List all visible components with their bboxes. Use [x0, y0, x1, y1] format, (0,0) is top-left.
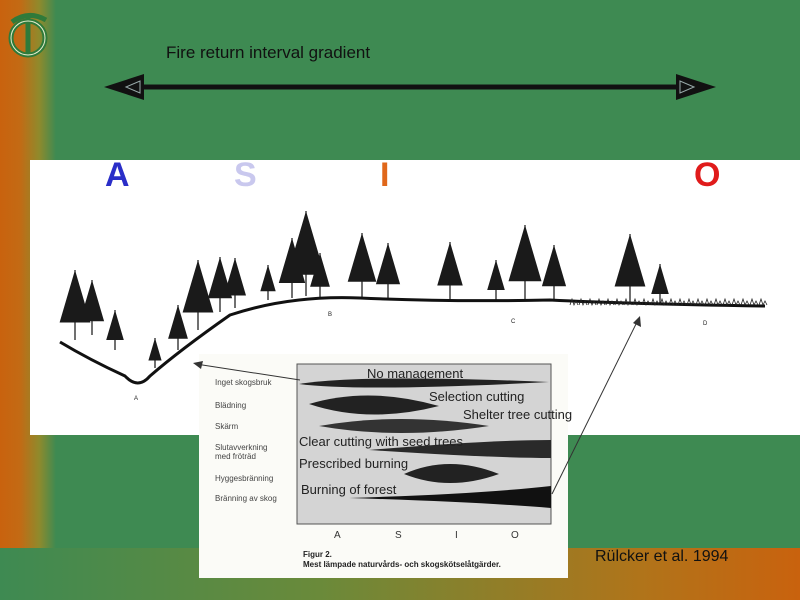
undergrowth [731, 297, 741, 307]
label-clear-cutting: Clear cutting with seed trees [299, 434, 464, 449]
tree-crown [207, 257, 233, 299]
tree-crown [487, 260, 505, 290]
undergrowth [758, 297, 768, 307]
undergrowth [740, 297, 750, 307]
tree-crown [79, 280, 105, 322]
double-arrow [104, 74, 716, 100]
landscape-point-c: C [511, 319, 516, 325]
swedish-label-5: Hyggesbränning [215, 474, 274, 483]
label-burning-of-forest: Burning of forest [301, 482, 397, 497]
zone-letter-a: A [105, 156, 130, 194]
undergrowth [686, 297, 696, 307]
label-shelter-tree-cutting: Shelter tree cutting [463, 407, 573, 422]
figure-axis-a: A [334, 530, 341, 541]
zone-letter-i: I [380, 156, 390, 194]
logo-icon [8, 13, 48, 58]
tree-crown [437, 242, 463, 286]
undergrowth [623, 297, 633, 307]
figure-axis-o: O [511, 530, 519, 541]
figure-caption-text: Mest lämpade naturvårds- och skogskötsel… [303, 560, 501, 569]
tree-crown [148, 338, 162, 361]
undergrowth [677, 297, 687, 307]
band-no-management [299, 378, 549, 388]
tree-crown [375, 243, 401, 285]
undergrowth [704, 297, 714, 307]
landscape-drawing: A B C D [59, 211, 768, 402]
undergrowth [641, 297, 651, 307]
undergrowth [695, 297, 705, 307]
figure-axis-s: S [395, 530, 402, 541]
swedish-label-4: Slutavverkning med fröträd [215, 443, 268, 461]
undergrowth [668, 297, 678, 307]
undergrowth [578, 297, 588, 307]
undergrowth [713, 297, 723, 307]
band-prescribed-burning [404, 464, 499, 483]
undergrowth [587, 297, 597, 307]
landscape-point-a: A [134, 396, 138, 402]
gradient-title: Fire return interval gradient [166, 43, 371, 62]
tree-crown [106, 310, 124, 340]
tree-crown [310, 253, 330, 287]
swedish-label-2: Blädning [215, 401, 247, 410]
tree-crown [224, 258, 246, 296]
tree-crown [182, 260, 214, 313]
tree-crown [168, 305, 188, 339]
landscape-point-d: D [703, 321, 708, 327]
band-burning-forest [349, 486, 551, 508]
tree-crown [287, 211, 325, 275]
band-shelter-tree [319, 419, 489, 433]
label-selection-cutting: Selection cutting [429, 389, 525, 404]
undergrowth [749, 297, 759, 307]
undergrowth [650, 297, 660, 307]
undergrowth [632, 297, 642, 307]
tree-crown [508, 225, 542, 282]
tree-crown [614, 234, 646, 287]
swedish-label-1: Inget skogsbruk [215, 378, 272, 387]
tree-crown [651, 264, 669, 294]
label-prescribed-burning: Prescribed burning [299, 456, 409, 471]
landscape-point-b: B [328, 312, 332, 318]
zone-letter-o: O [694, 156, 721, 194]
tree-crown [347, 233, 377, 282]
swedish-label-6: Bränning av skog [215, 494, 277, 503]
figure-caption-title: Figur 2. [303, 550, 332, 559]
figure-gradient-chart [296, 363, 552, 525]
swedish-label-3: Skärm [215, 422, 239, 431]
tree-crown [541, 245, 567, 287]
undergrowth [605, 297, 615, 307]
band-clear-cutting [369, 440, 551, 458]
undergrowth [659, 297, 669, 307]
tree-crown [59, 270, 91, 323]
tree-crown [260, 265, 276, 292]
figure-axis-i: I [455, 530, 458, 541]
undergrowth [569, 297, 579, 307]
undergrowth [614, 297, 624, 307]
citation: Rülcker et al. 1994 [595, 548, 729, 565]
label-no-management: No management [367, 366, 464, 381]
band-selection-cutting [309, 395, 439, 415]
zone-letter-s: S [234, 156, 257, 194]
undergrowth [596, 297, 606, 307]
figure-panel: Inget skogsbruk Blädning Skärm Slutavver… [199, 354, 568, 578]
figure-caption: Figur 2. Mest lämpade naturvårds- och sk… [303, 550, 501, 570]
undergrowth [722, 297, 732, 307]
